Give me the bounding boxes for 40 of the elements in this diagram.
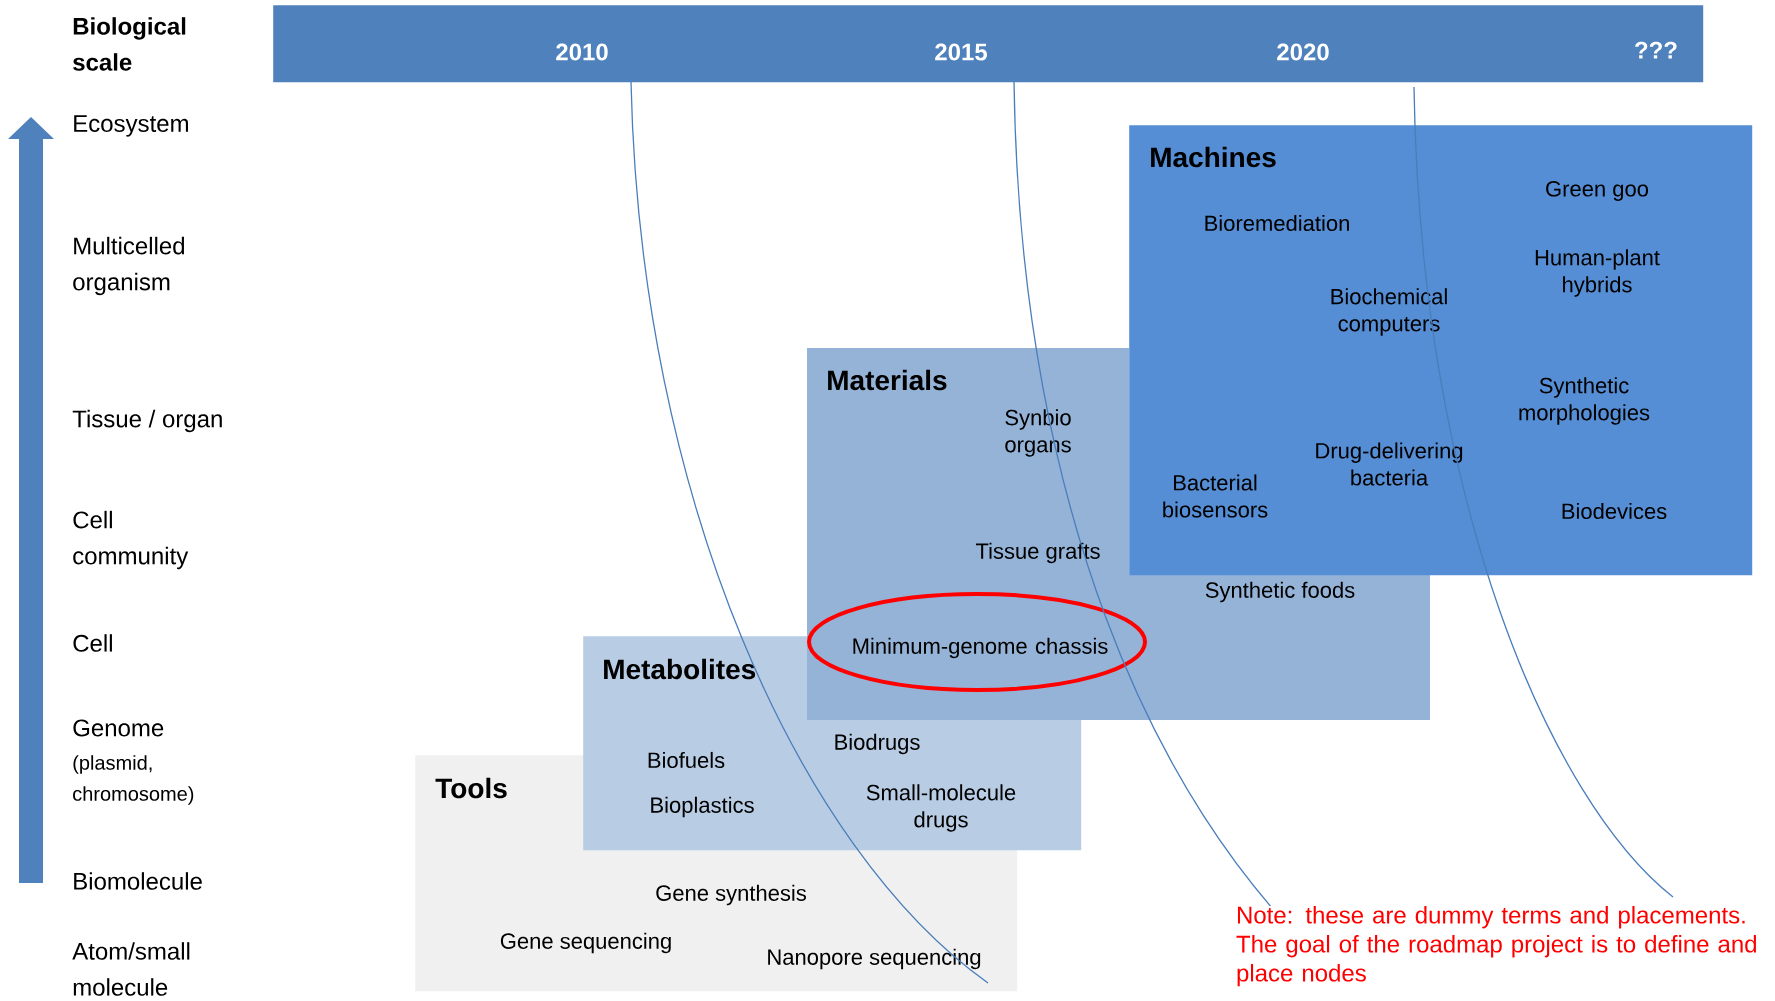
scale-label: (plasmid, chromosome): [73, 755, 194, 805]
box-heading: Materials: [828, 369, 947, 391]
scale-label: Multicelled organism: [73, 236, 184, 296]
scale-label: Cell community: [73, 510, 189, 570]
year-label: 2015: [935, 43, 987, 61]
scale-label: Atom/small molecule: [72, 942, 190, 996]
year-label: 2020: [1277, 43, 1329, 61]
item-label: Tissue grafts: [975, 542, 1100, 564]
year-label: 2010: [556, 43, 608, 61]
scale-label: Ecosystem: [74, 115, 188, 137]
scale-label: Cell: [73, 634, 112, 652]
axis-title: Biological scale: [73, 17, 186, 71]
item-label: Synthetic foods: [1205, 581, 1355, 603]
item-label: Synthetic morphologies: [1519, 377, 1650, 425]
item-label: Biofuels: [648, 751, 725, 769]
year-label: ???: [1635, 41, 1677, 59]
item-label: Biodevices: [1562, 502, 1667, 520]
item-label: Bacterial biosensors: [1163, 474, 1268, 518]
scale-label: Tissue / organ: [72, 409, 222, 433]
item-label: Gene sequencing: [500, 932, 671, 954]
item-label: Bioplastics: [651, 796, 754, 818]
item-label: Green goo: [1546, 181, 1649, 201]
item-label: Drug-delivering bacteria: [1316, 442, 1463, 486]
region-box: [1129, 125, 1753, 576]
item-label: Minimum-genome chassis: [853, 637, 1108, 659]
item-label: Synbio organs: [1005, 409, 1071, 457]
timeline-banner: [273, 5, 1704, 83]
item-label: Bioremediation: [1205, 214, 1349, 232]
item-label: Small-molecule drugs: [866, 784, 1016, 832]
box-heading: Machines: [1151, 146, 1276, 168]
item-label: Human-plant hybrids: [1535, 249, 1660, 297]
box-heading: Tools: [435, 777, 507, 799]
item-label: Gene synthesis: [656, 884, 806, 906]
scale-label: Genome: [73, 719, 164, 737]
scale-label: Biomolecule: [74, 872, 202, 890]
highlight-ellipse: [807, 592, 1147, 692]
item-label: Biodrugs: [835, 733, 920, 755]
note-text: Note: these are dummy terms and placements. The goal of the roadmap project is to define and place nodes: [1236, 906, 1771, 987]
item-label: Biochemical computers: [1331, 288, 1447, 336]
box-heading: Metabolites: [604, 658, 756, 680]
